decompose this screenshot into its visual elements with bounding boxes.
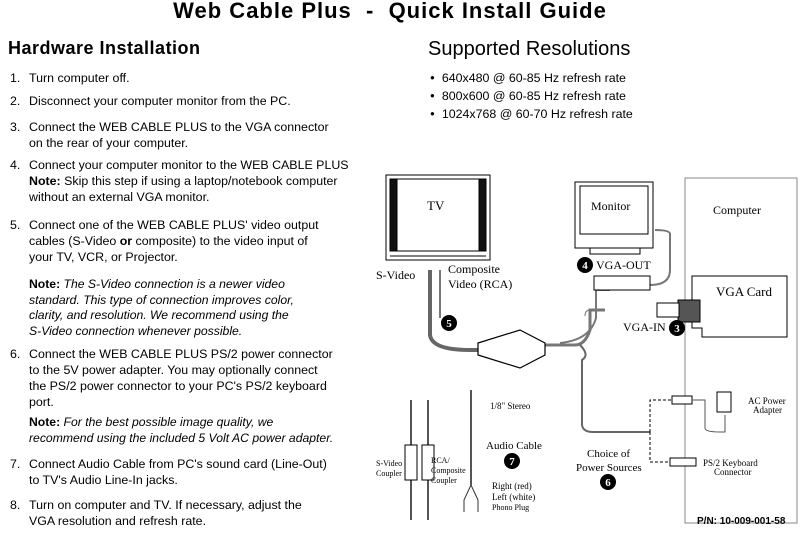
svideo-label: S-Video	[376, 268, 415, 282]
badge-5: 5	[446, 318, 452, 330]
svg-text:AC Power: AC Power	[748, 396, 786, 406]
svg-text:Phono Plug: Phono Plug	[492, 503, 529, 512]
step-6-note: Note: For the best possible image qualit…	[29, 415, 334, 445]
svg-text:Power Sources: Power Sources	[576, 462, 642, 474]
resolution-item: 800x600 @ 60-85 Hz refresh rate	[430, 88, 633, 106]
ac-adapter-illustration	[716, 391, 732, 413]
web-cable-plus-box	[477, 329, 546, 369]
step-1: 1.Turn computer off.	[10, 71, 130, 85]
computer-label: Computer	[713, 203, 761, 217]
step-6: 6.Connect the WEB CABLE PLUS PS/2 power …	[10, 347, 333, 409]
step-4: 4.Connect your computer monitor to the W…	[10, 158, 349, 204]
page-title: Web Cable Plus - Quick Install Guide	[173, 0, 607, 23]
tv-label: TV	[427, 198, 445, 213]
computer-illustration	[684, 177, 798, 524]
badge-7: 7	[509, 456, 515, 468]
vga-in-label: VGA-IN	[623, 320, 666, 334]
part-number: P/N: 10-009-001-58	[697, 516, 786, 527]
badge-6: 6	[605, 477, 611, 489]
svg-text:RCA/: RCA/	[431, 456, 450, 465]
step-5-note: Note: The S-Video connection is a newer …	[29, 277, 294, 338]
svg-text:Coupler: Coupler	[376, 469, 402, 478]
resolution-list: 640x480 @ 60-85 Hz refresh rate 800x600 …	[430, 70, 633, 124]
badge-4: 4	[582, 260, 588, 272]
audio-cable-label: Audio Cable	[486, 440, 542, 452]
vga-out-label: VGA-OUT	[596, 258, 651, 272]
svg-text:Adapter: Adapter	[753, 405, 782, 415]
step-7: 7.Connect Audio Cable from PC's sound ca…	[10, 457, 327, 487]
step-2: 2.Disconnect your computer monitor from …	[10, 94, 291, 108]
vga-card-illustration	[691, 275, 788, 338]
svg-text:S-Video: S-Video	[376, 459, 402, 468]
svg-text:Connector: Connector	[714, 467, 752, 477]
composite-label-2: Video (RCA)	[448, 277, 512, 291]
composite-label: Composite	[448, 262, 500, 276]
resolution-item: 640x480 @ 60-85 Hz refresh rate	[430, 70, 633, 88]
svg-text:Choice of: Choice of	[587, 448, 630, 460]
svg-text:1/8" Stereo: 1/8" Stereo	[490, 401, 531, 411]
step-5: 5.Connect one of the WEB CABLE PLUS' vid…	[10, 218, 319, 264]
resolutions-heading: Supported Resolutions	[428, 38, 631, 60]
svg-text:Right (red): Right (red)	[492, 481, 532, 491]
hardware-heading: Hardware Installation	[8, 38, 201, 58]
svg-text:PS/2 Keyboard: PS/2 Keyboard	[703, 458, 758, 468]
badge-3: 3	[674, 323, 680, 335]
svg-text:Left (white): Left (white)	[492, 492, 535, 502]
monitor-illustration	[574, 181, 654, 255]
svg-text:Coupler: Coupler	[431, 476, 457, 485]
step-3: 3.Connect the WEB CABLE PLUS to the VGA …	[10, 120, 329, 150]
monitor-label: Monitor	[591, 199, 630, 213]
tv-illustration	[385, 174, 491, 261]
svg-text:Composite: Composite	[431, 466, 466, 475]
step-8: 8.Turn on computer and TV. If necessary,…	[10, 498, 302, 528]
resolution-item: 1024x768 @ 60-70 Hz refresh rate	[430, 106, 633, 124]
vga-card-label: VGA Card	[716, 284, 772, 299]
